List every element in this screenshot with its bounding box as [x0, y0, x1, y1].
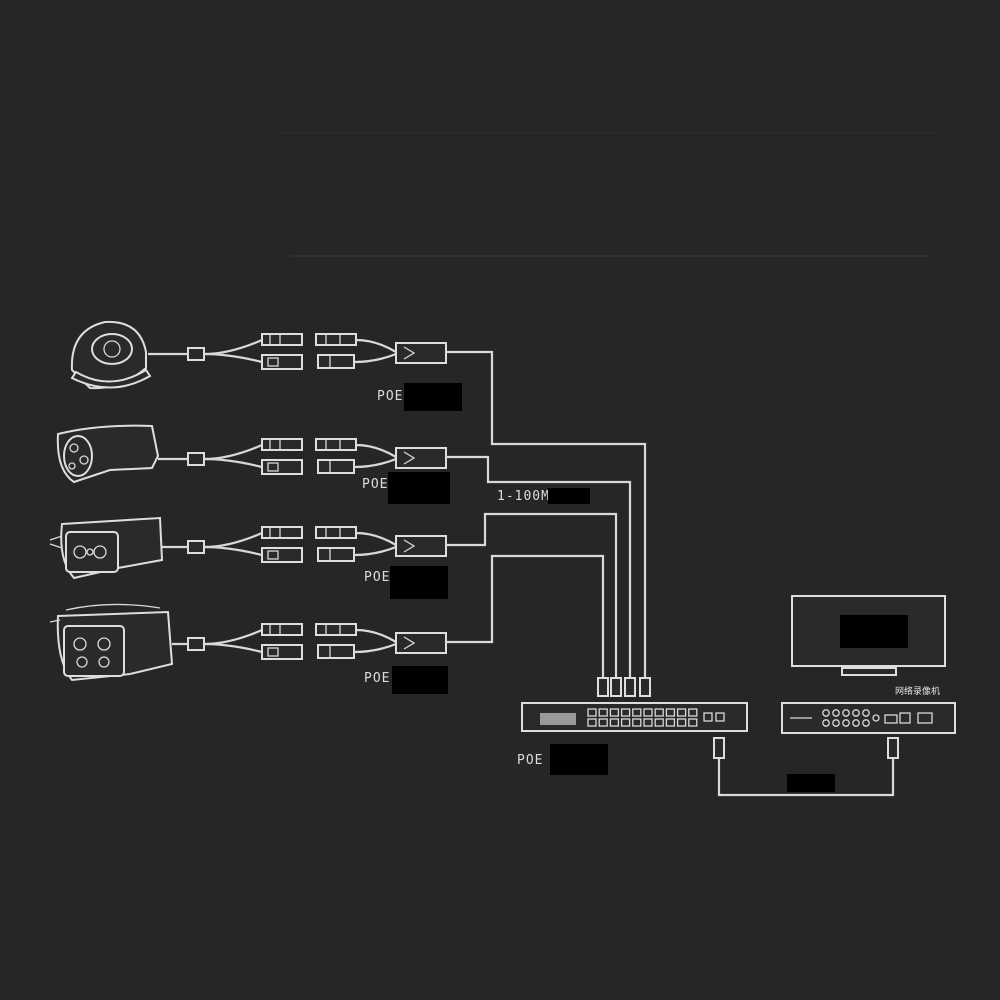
poe-splitter	[315, 526, 447, 562]
poe-injector-icon	[395, 447, 447, 469]
switch-port	[665, 718, 676, 727]
dc-connector-icon	[261, 333, 303, 346]
switch-port	[609, 708, 620, 717]
switch-label: POE	[517, 753, 543, 768]
poe-injector-icon	[395, 535, 447, 557]
redaction-block	[392, 666, 448, 694]
switch-port	[643, 708, 653, 717]
switch-port	[587, 708, 597, 717]
switch-port	[688, 718, 698, 727]
nvr-port	[822, 719, 830, 727]
switch-port	[676, 708, 687, 717]
poe-splitters	[315, 333, 447, 659]
switch-port	[587, 718, 597, 727]
dc-connector-icon	[261, 526, 303, 539]
redaction-block	[550, 744, 608, 775]
rj45-plug-icon	[597, 677, 651, 697]
bullet-camera-icon	[56, 424, 160, 484]
dc-connector-icon	[261, 438, 303, 451]
switch-port	[676, 718, 687, 727]
nvr-port	[862, 709, 870, 717]
switch-patch-wires	[446, 350, 647, 680]
switch-port	[620, 718, 631, 727]
pigtail-cable	[162, 526, 303, 563]
redaction-block	[548, 488, 590, 504]
pigtail-cable	[172, 623, 303, 660]
redaction-block	[388, 472, 450, 504]
switch-port	[632, 708, 642, 717]
pigtail-cable	[158, 438, 303, 475]
dc-plug-icon	[315, 526, 357, 539]
poe-injector-icon	[395, 632, 447, 654]
box-camera-icon	[49, 603, 174, 682]
nvr-port	[842, 719, 850, 727]
redaction-block	[840, 615, 908, 648]
redaction-block	[404, 383, 462, 411]
poe-label-2: POE	[362, 477, 388, 492]
nvr-port	[832, 709, 840, 717]
dc-plug-icon	[315, 438, 357, 451]
rj45-plug-icon	[317, 459, 355, 474]
poe-label-4: POE	[364, 671, 390, 686]
switch-port	[598, 708, 608, 717]
switch-port	[620, 708, 631, 717]
redaction-block	[390, 566, 448, 599]
box-camera-icon	[49, 516, 164, 580]
switch-port	[609, 718, 620, 727]
nvr-port	[832, 719, 840, 727]
poe-splitter	[315, 623, 447, 659]
poe-label-1: POE	[377, 389, 403, 404]
switch-port	[688, 708, 698, 717]
dc-plug-icon	[315, 623, 357, 636]
pigtail-cable	[148, 333, 303, 370]
rj45-plug-icon	[317, 547, 355, 562]
switch-port	[643, 718, 653, 727]
rj45-plug-icon	[317, 644, 355, 659]
rj45-plug-icon	[317, 354, 355, 369]
nvr-port	[852, 719, 860, 727]
nvr-port	[822, 709, 830, 717]
poe-splitter	[315, 438, 447, 474]
switch-port	[665, 708, 676, 717]
nvr-port	[872, 714, 880, 722]
dc-plug-icon	[315, 333, 357, 346]
poe-switch-icon	[521, 702, 748, 732]
nvr-label: 网络录像机	[895, 685, 940, 697]
nvr-port	[842, 709, 850, 717]
redaction-block	[787, 774, 835, 792]
poe-label-3: POE	[364, 570, 390, 585]
switch-port	[632, 718, 642, 727]
nvr-port	[852, 709, 860, 717]
nvr-port	[862, 719, 870, 727]
poe-splitter	[315, 333, 447, 369]
switch-port	[654, 718, 664, 727]
trunk-label: 1-100M	[497, 489, 550, 504]
switch-port	[654, 708, 664, 717]
dc-connector-icon	[261, 623, 303, 636]
nvr-recorder-icon	[781, 702, 956, 734]
dome-camera-icon	[70, 320, 152, 390]
poe-injector-icon	[395, 342, 447, 364]
camera-pigtail-cables	[148, 333, 303, 660]
switch-nvr-cable	[713, 737, 899, 797]
switch-port	[598, 718, 608, 727]
